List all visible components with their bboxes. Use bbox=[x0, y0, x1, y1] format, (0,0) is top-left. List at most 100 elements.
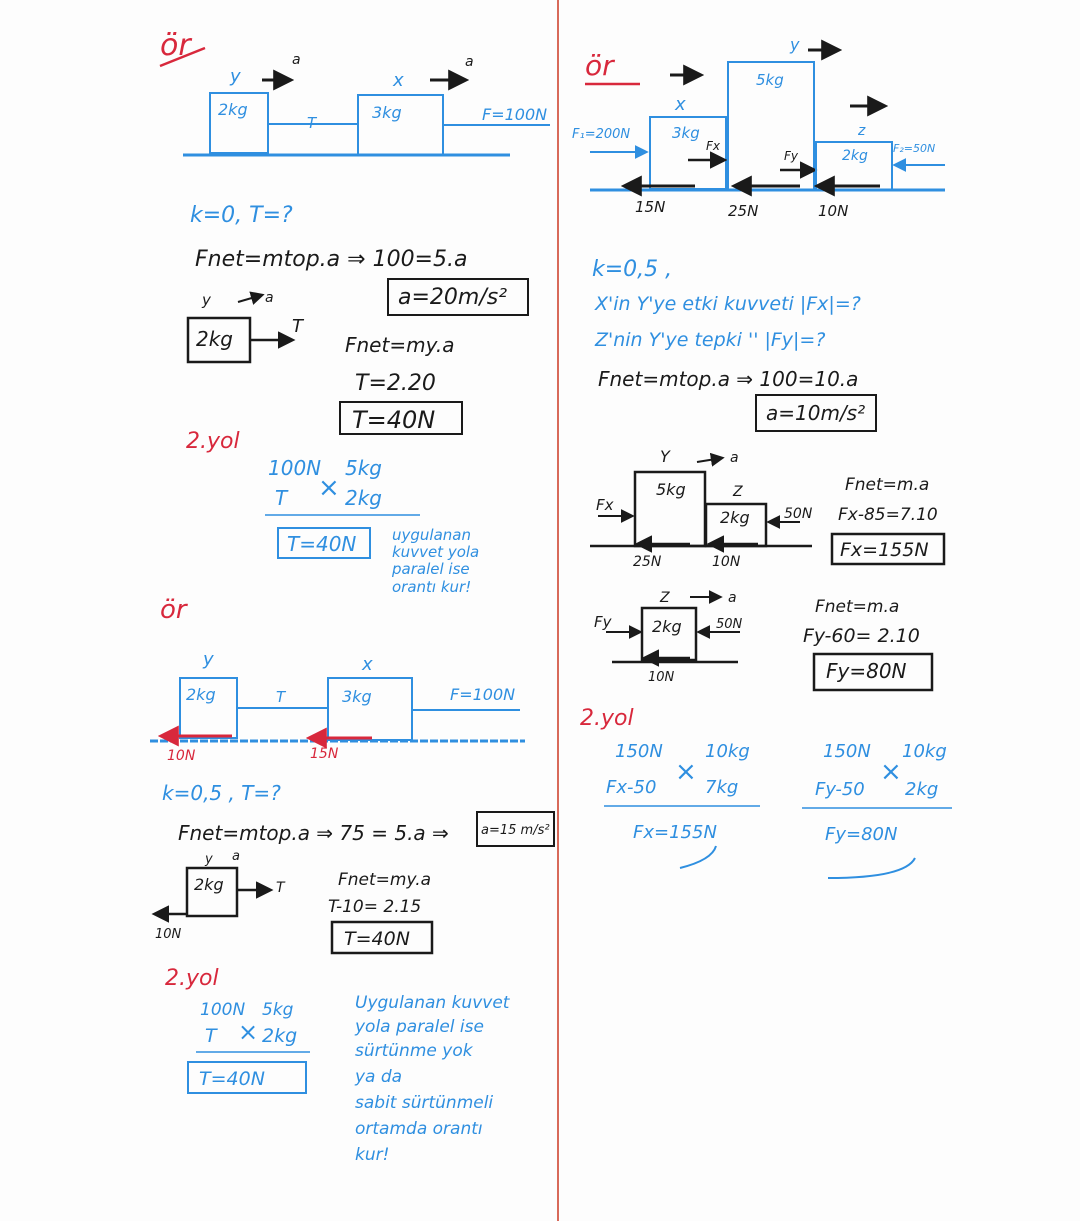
given: k=0,5 , T=? bbox=[162, 781, 281, 805]
accel-result: a=10m/s² bbox=[766, 401, 865, 425]
fbd-friction: 10N bbox=[155, 927, 182, 942]
alt-note-5: sabit sürtünmeli bbox=[355, 1093, 493, 1113]
fbd1-fr-y: 25N bbox=[633, 554, 662, 570]
alt-b-swoosh bbox=[827, 857, 916, 879]
alt-a-r1-left: 150N bbox=[615, 741, 663, 762]
fnet-line: Fnet=mtop.a ⇒ 75 = 5.a ⇒ bbox=[178, 821, 449, 845]
accel-result: a=20m/s² bbox=[398, 285, 507, 310]
fbd2-fy: Fy bbox=[594, 613, 613, 631]
eq2: T=2.20 bbox=[355, 371, 436, 396]
fx-label: Fx bbox=[706, 139, 721, 153]
accel-label-y: a bbox=[292, 52, 301, 68]
alt-result: T=40N bbox=[199, 1068, 265, 1090]
alt-b-cross: × bbox=[880, 757, 902, 787]
alt-a-swoosh bbox=[679, 845, 717, 869]
alt-r2-left: T bbox=[205, 1025, 218, 1047]
alt-cross: × bbox=[318, 473, 340, 503]
alt-note-2: kuvvet yola bbox=[392, 543, 479, 561]
mass-3kg: 3kg bbox=[342, 687, 372, 706]
x-label: x bbox=[674, 94, 686, 115]
alt-title: 2.yol bbox=[186, 429, 240, 454]
alt-a-cross: × bbox=[675, 757, 697, 787]
example2: ör y x 2kg T 3kg F=100N 10N 15N k=0,5 , … bbox=[150, 595, 555, 1165]
y-label: y bbox=[229, 66, 241, 87]
x-label: x bbox=[361, 654, 373, 675]
fbd2-f2: 50N bbox=[716, 617, 743, 632]
example2-tag: ör bbox=[160, 595, 189, 625]
accel-label-x: a bbox=[465, 54, 474, 70]
alt-b-r1-right: 10kg bbox=[902, 741, 947, 762]
y-mass: 5kg bbox=[756, 71, 784, 89]
result-box bbox=[330, 920, 434, 955]
fbd-mass: 2kg bbox=[194, 875, 224, 894]
alt-b-result: Fy=80N bbox=[825, 824, 897, 845]
accel-box bbox=[755, 394, 877, 432]
fbd2-fr: 10N bbox=[648, 670, 675, 685]
fy-label: Fy bbox=[784, 149, 799, 163]
alt-title: 2.yol bbox=[165, 966, 219, 991]
question-2: Z'nin Y'ye tepki '' |Fy|=? bbox=[594, 329, 825, 351]
result2-box bbox=[812, 652, 934, 692]
alt-note-3: paralel ise bbox=[391, 560, 470, 578]
fbd2-mass: 2kg bbox=[652, 617, 682, 636]
alt-b-r2-right: 2kg bbox=[905, 779, 938, 800]
mass-2kg: 2kg bbox=[186, 685, 216, 704]
fbd2-accel-label: a bbox=[728, 590, 737, 606]
example1-tag: ör bbox=[160, 28, 192, 63]
example3: ör F₁=200N x 3kg Fx y 5kg Fy z 2kg F₂=50… bbox=[572, 35, 952, 879]
alt-note-1: uygulanan bbox=[392, 526, 471, 544]
alt-r2-left: T bbox=[275, 486, 289, 510]
friction-1: 15N bbox=[635, 198, 665, 216]
alt-title: 2.yol bbox=[580, 706, 634, 731]
friction-2: 25N bbox=[728, 202, 758, 220]
alt-note-4: ya da bbox=[354, 1067, 402, 1087]
x-label: x bbox=[392, 70, 404, 91]
friction-y: 10N bbox=[167, 748, 196, 764]
z-mass: 2kg bbox=[842, 148, 868, 164]
alt-result-box bbox=[187, 1061, 307, 1094]
alt-r2-right: 2kg bbox=[262, 1025, 297, 1047]
fbd1-y-label: Y bbox=[660, 447, 671, 466]
alt-a-result: Fx=155N bbox=[633, 822, 717, 843]
force-label: F=100N bbox=[450, 685, 515, 704]
alt-note-1: Uygulanan kuvvet bbox=[355, 993, 511, 1013]
alt-a-r1-right: 10kg bbox=[705, 741, 750, 762]
eq2b: Fy-60= 2.10 bbox=[803, 625, 920, 647]
fnet-line: Fnet=mtop.a ⇒ 100=10.a bbox=[598, 367, 858, 391]
fbd-y-label: y bbox=[201, 291, 212, 309]
given: k=0,5 , bbox=[592, 257, 672, 282]
f1-label: F₁=200N bbox=[572, 127, 630, 142]
fbd1-fr-z: 10N bbox=[712, 554, 741, 570]
result2: Fy=80N bbox=[826, 659, 907, 683]
fbd1-z-label: Z bbox=[732, 484, 743, 500]
eq1b: Fx-85=7.10 bbox=[838, 505, 938, 525]
fbd-tension: T bbox=[276, 880, 286, 896]
x-mass: 3kg bbox=[672, 124, 700, 142]
alt-cross: × bbox=[238, 1018, 258, 1046]
tag-underline bbox=[159, 46, 206, 68]
alt-note-2: yola paralel ise bbox=[354, 1017, 484, 1037]
example3-tag: ör bbox=[585, 49, 615, 82]
friction-x: 15N bbox=[310, 746, 339, 762]
alt-result: T=40N bbox=[287, 532, 356, 556]
fbd1-accel-label: a bbox=[730, 450, 739, 466]
eq1a: Fnet=m.a bbox=[845, 475, 929, 495]
eq1: Fnet=my.a bbox=[345, 333, 454, 357]
fbd1-fx: Fx bbox=[596, 496, 614, 514]
accel-result: a=15 m/s² bbox=[481, 823, 550, 838]
result: T=40N bbox=[344, 928, 410, 950]
accel-box bbox=[387, 278, 529, 316]
accel-box bbox=[476, 811, 555, 847]
alt-result-box bbox=[277, 527, 371, 559]
fnet-line: Fnet=mtop.a ⇒ 100=5.a bbox=[195, 247, 467, 272]
alt-a-r2-right: 7kg bbox=[705, 777, 738, 798]
fbd2-z-label: Z bbox=[659, 590, 670, 606]
fbd-tension: T bbox=[292, 316, 305, 337]
y-label: y bbox=[202, 649, 214, 670]
fbd-accel-label: a bbox=[265, 290, 274, 306]
question-1: X'in Y'ye etki kuvveti |Fx|=? bbox=[594, 293, 861, 315]
force-label: F=100N bbox=[482, 105, 547, 124]
eq1: Fnet=my.a bbox=[338, 870, 431, 890]
fbd-y-label: y bbox=[204, 852, 213, 867]
